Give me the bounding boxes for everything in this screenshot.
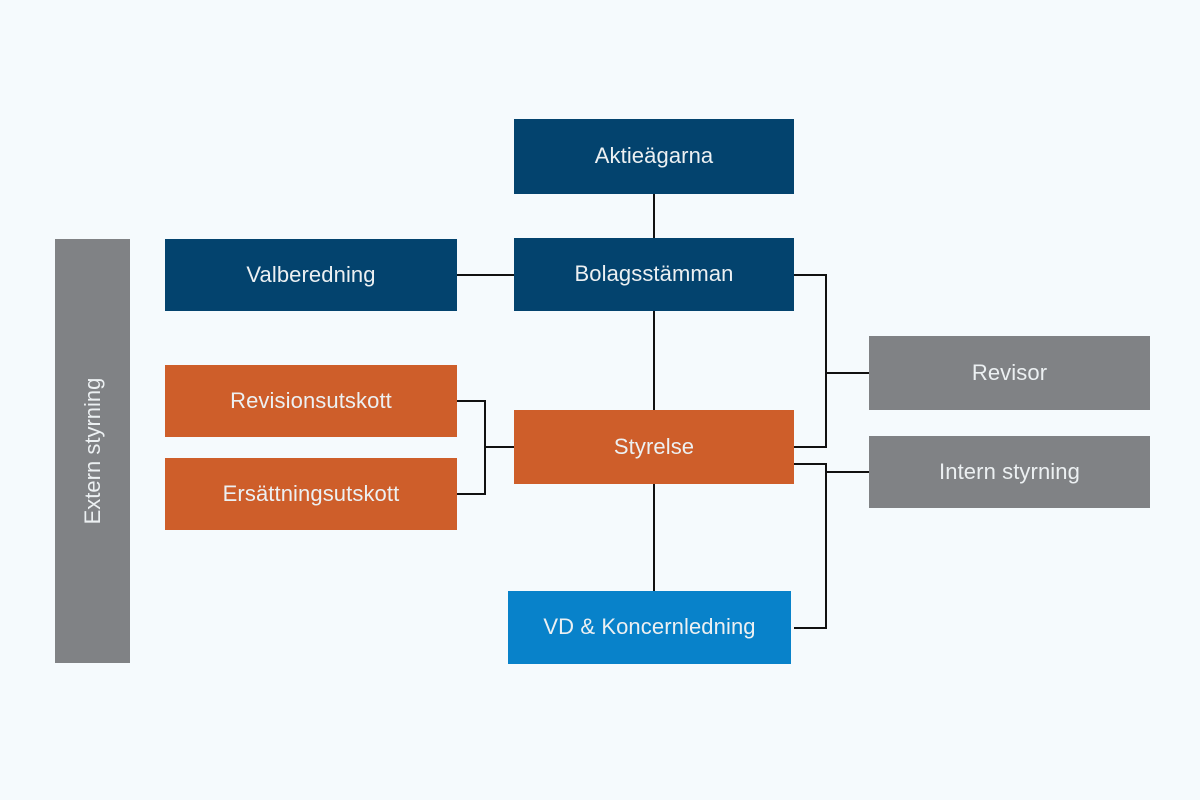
side-band-label: Extern styrning bbox=[79, 377, 105, 525]
node-label: Valberedning bbox=[246, 261, 376, 287]
node-label: Aktieägarna bbox=[594, 143, 714, 169]
edge-bus-revisor bbox=[794, 274, 827, 448]
node-intern-styrning[interactable]: Intern styrning bbox=[869, 436, 1150, 508]
side-band-extern-styrning: Extern styrning bbox=[55, 239, 130, 663]
node-vd-koncernledning[interactable]: VD & Koncernledning bbox=[508, 591, 791, 664]
node-label: Intern styrning bbox=[939, 458, 1080, 484]
edge-bus-committees bbox=[457, 400, 486, 495]
node-label: Revisor bbox=[971, 359, 1048, 385]
node-revisionsutskott[interactable]: Revisionsutskott bbox=[165, 365, 457, 437]
node-label: VD & Koncernledning bbox=[543, 614, 756, 640]
node-aktieagarna[interactable]: Aktieägarna bbox=[514, 119, 794, 194]
node-styrelse[interactable]: Styrelse bbox=[514, 410, 794, 484]
node-label: Bolagsstämman bbox=[574, 261, 734, 287]
node-ersattningsutskott[interactable]: Ersättningsutskott bbox=[165, 458, 457, 530]
node-label: Styrelse bbox=[613, 433, 695, 459]
node-valberedning[interactable]: Valberedning bbox=[165, 239, 457, 311]
node-label: Revisionsutskott bbox=[230, 387, 392, 413]
node-revisor[interactable]: Revisor bbox=[869, 336, 1150, 410]
edge-bus-intern-styrning bbox=[794, 463, 827, 629]
node-label: Ersättningsutskott bbox=[222, 480, 400, 506]
node-bolagsstamman[interactable]: Bolagsstämman bbox=[514, 238, 794, 311]
